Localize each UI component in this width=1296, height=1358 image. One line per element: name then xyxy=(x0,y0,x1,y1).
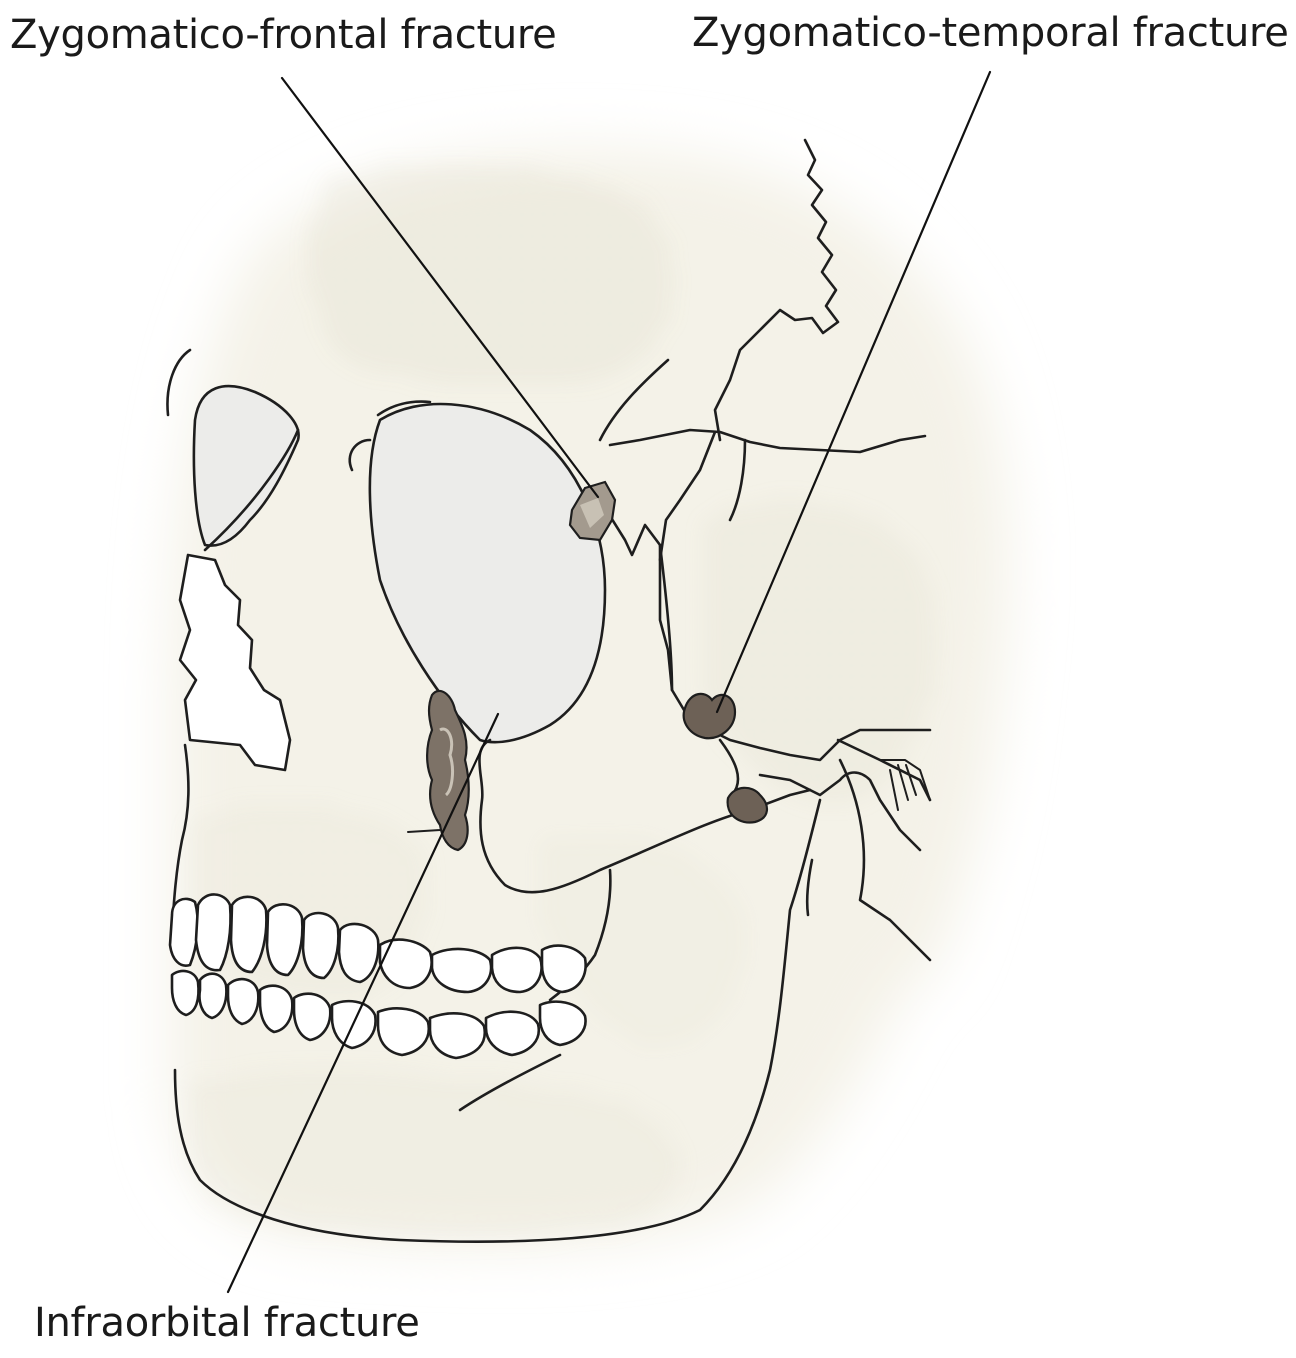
bone-shading xyxy=(170,149,1010,1248)
label-zygomatico-temporal-fracture: Zygomatico-temporal fracture xyxy=(692,10,1289,56)
label-infraorbital-fracture: Infraorbital fracture xyxy=(34,1300,420,1346)
label-zygomatico-frontal-fracture: Zygomatico-frontal fracture xyxy=(10,12,557,58)
